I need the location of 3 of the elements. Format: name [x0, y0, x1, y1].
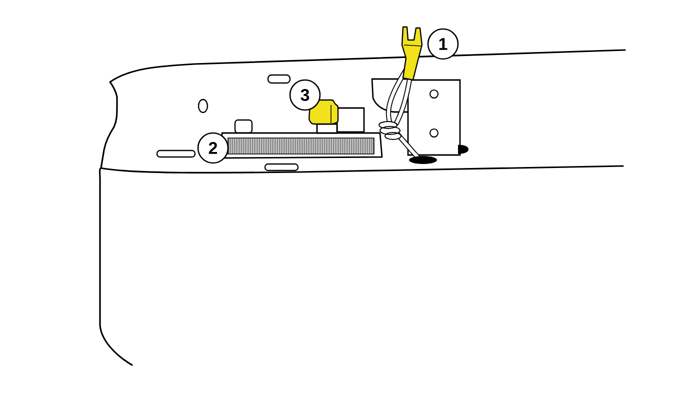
callout-number: 3	[289, 79, 321, 111]
callout-number: 2	[197, 132, 229, 164]
callout-number: 1	[427, 28, 459, 60]
